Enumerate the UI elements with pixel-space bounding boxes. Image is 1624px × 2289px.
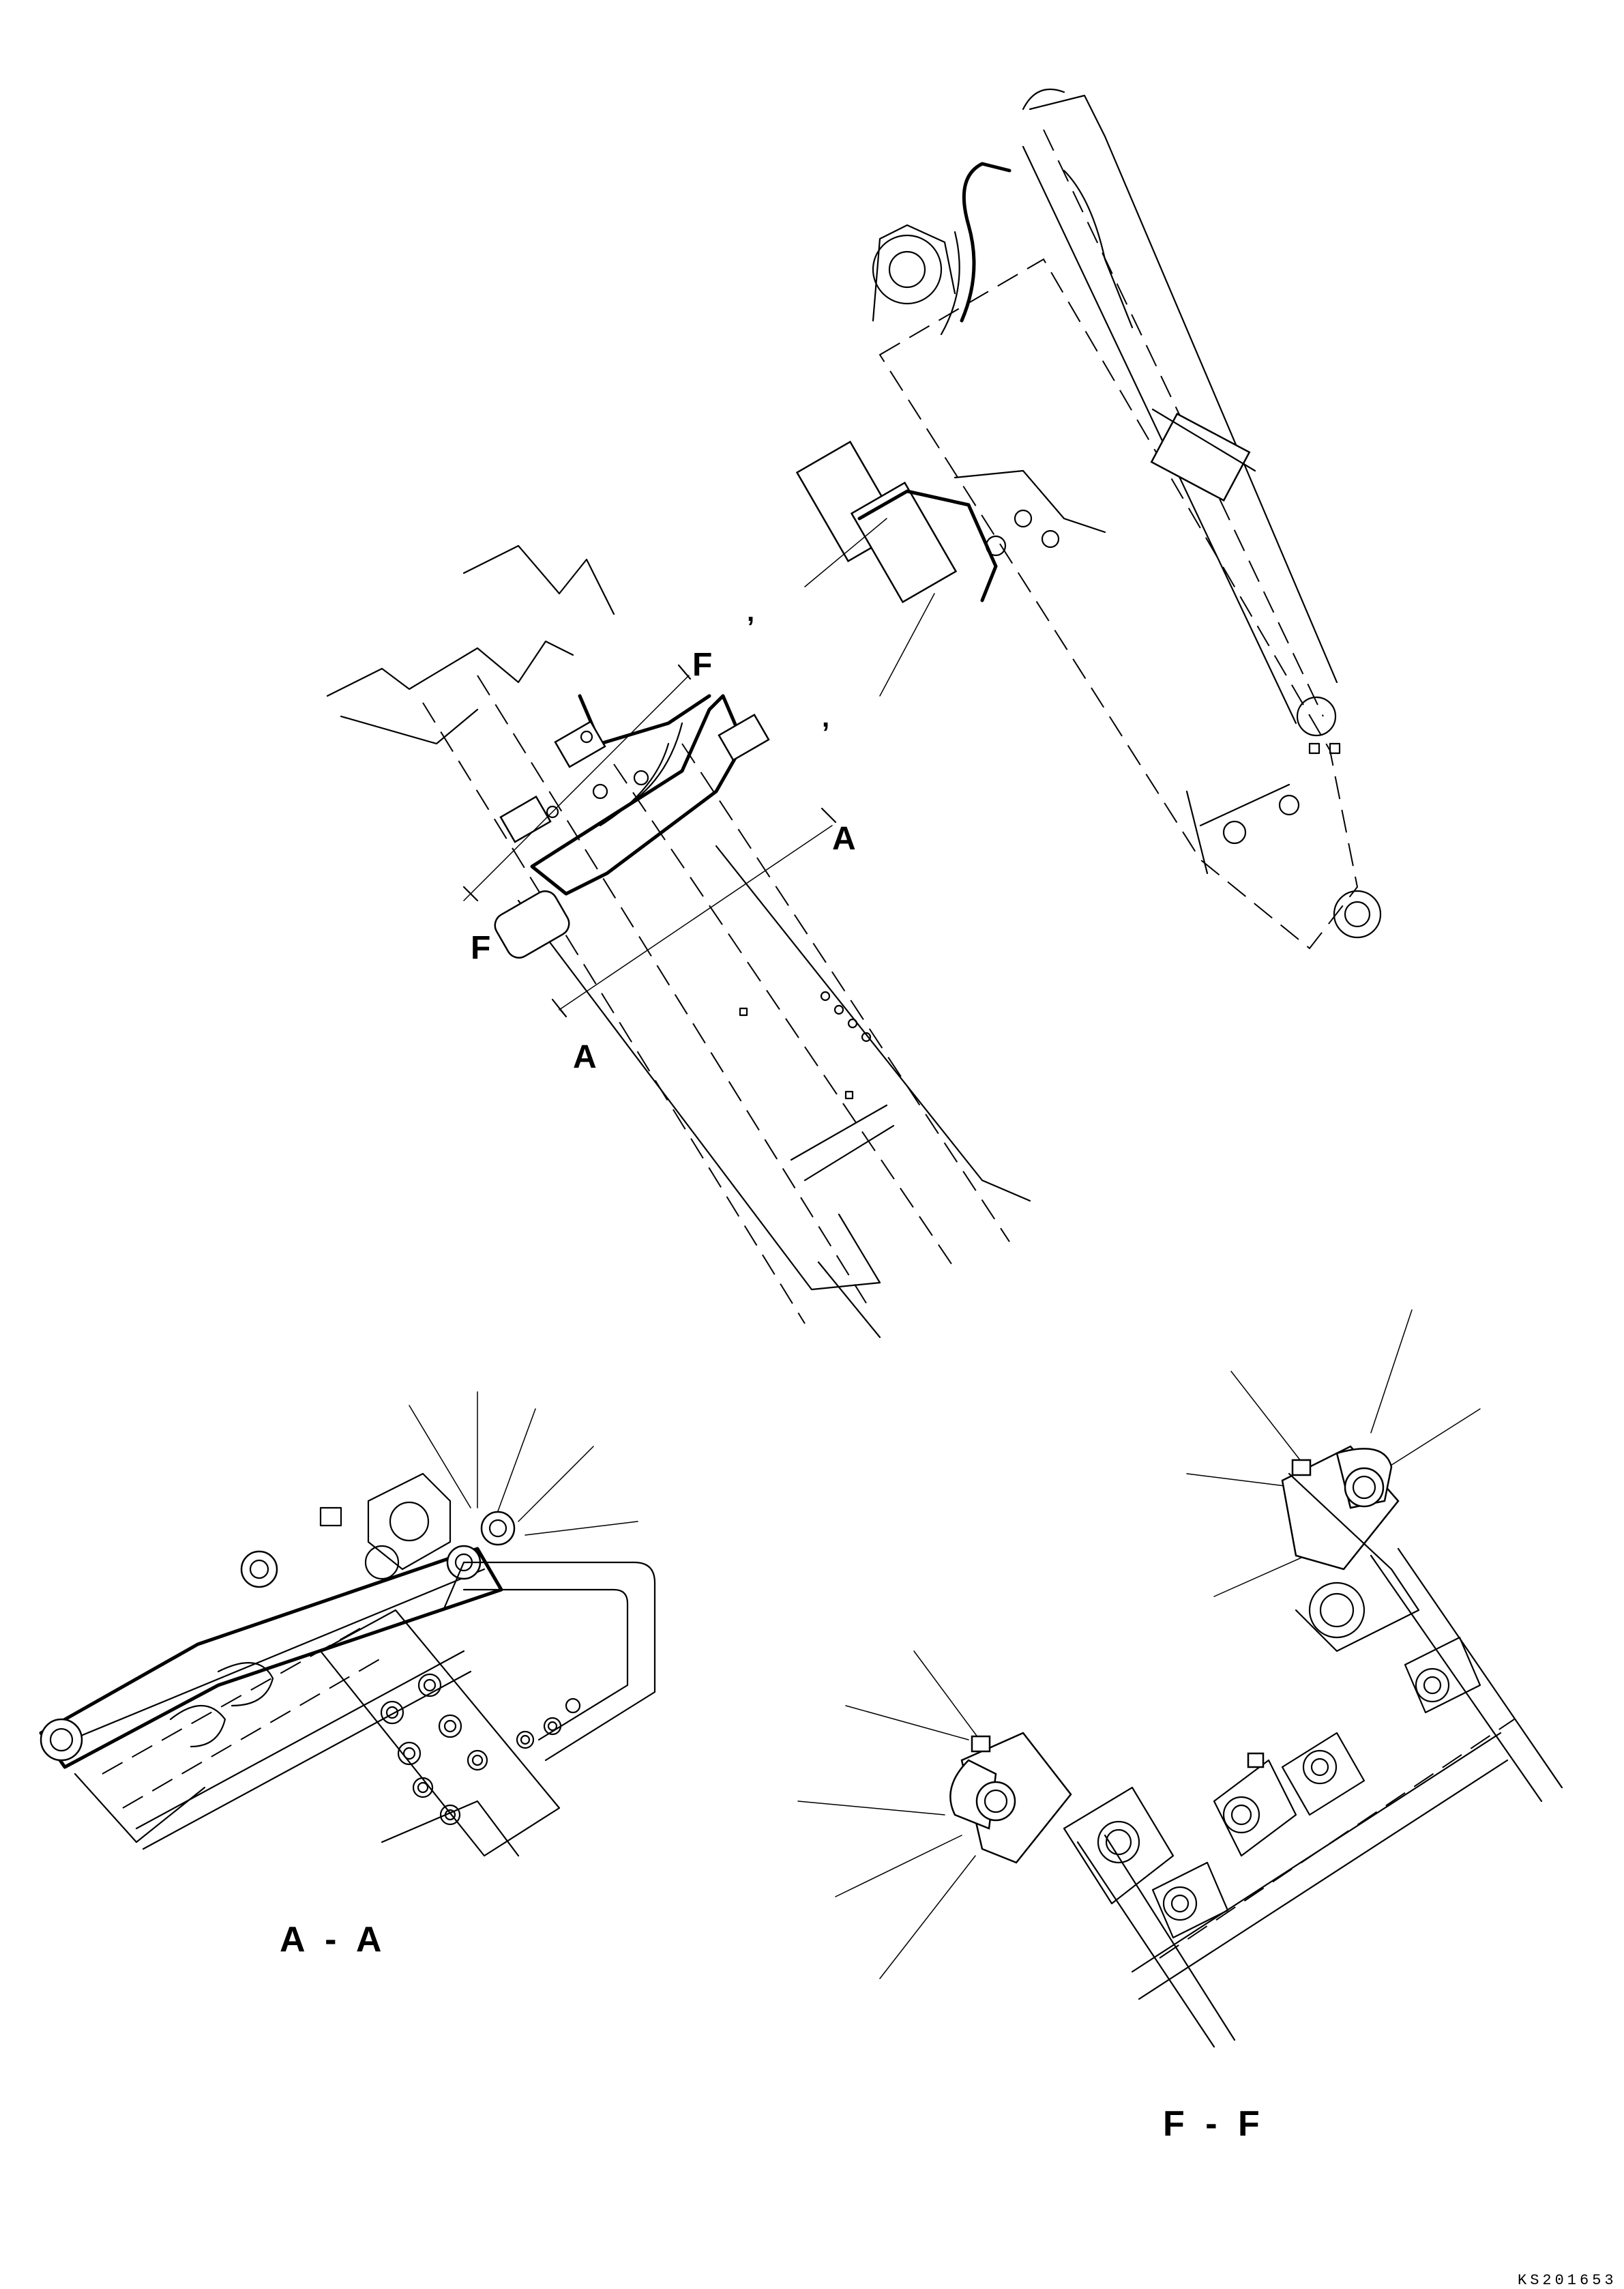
section-marker-a-top: A [832, 821, 856, 857]
section-marker-a-bottom: A [573, 1039, 597, 1075]
section-marker-f-bottom: F [471, 930, 490, 966]
section-marker-f-top: F [692, 647, 712, 683]
comma-mark-1: , [747, 597, 754, 627]
valve-ports [380, 1673, 581, 1826]
section-aa-view [39, 1391, 656, 1857]
comma-mark-2: , [822, 703, 829, 733]
boom-assembly-view [795, 88, 1382, 950]
section-title-ff: F - F [1163, 2104, 1265, 2144]
section-title-aa: A - A [280, 1920, 387, 1959]
section-ff-view [797, 1309, 1563, 2048]
drawing-code: KS201653 [1518, 2272, 1617, 2289]
arm-detail-view [326, 544, 1031, 1339]
